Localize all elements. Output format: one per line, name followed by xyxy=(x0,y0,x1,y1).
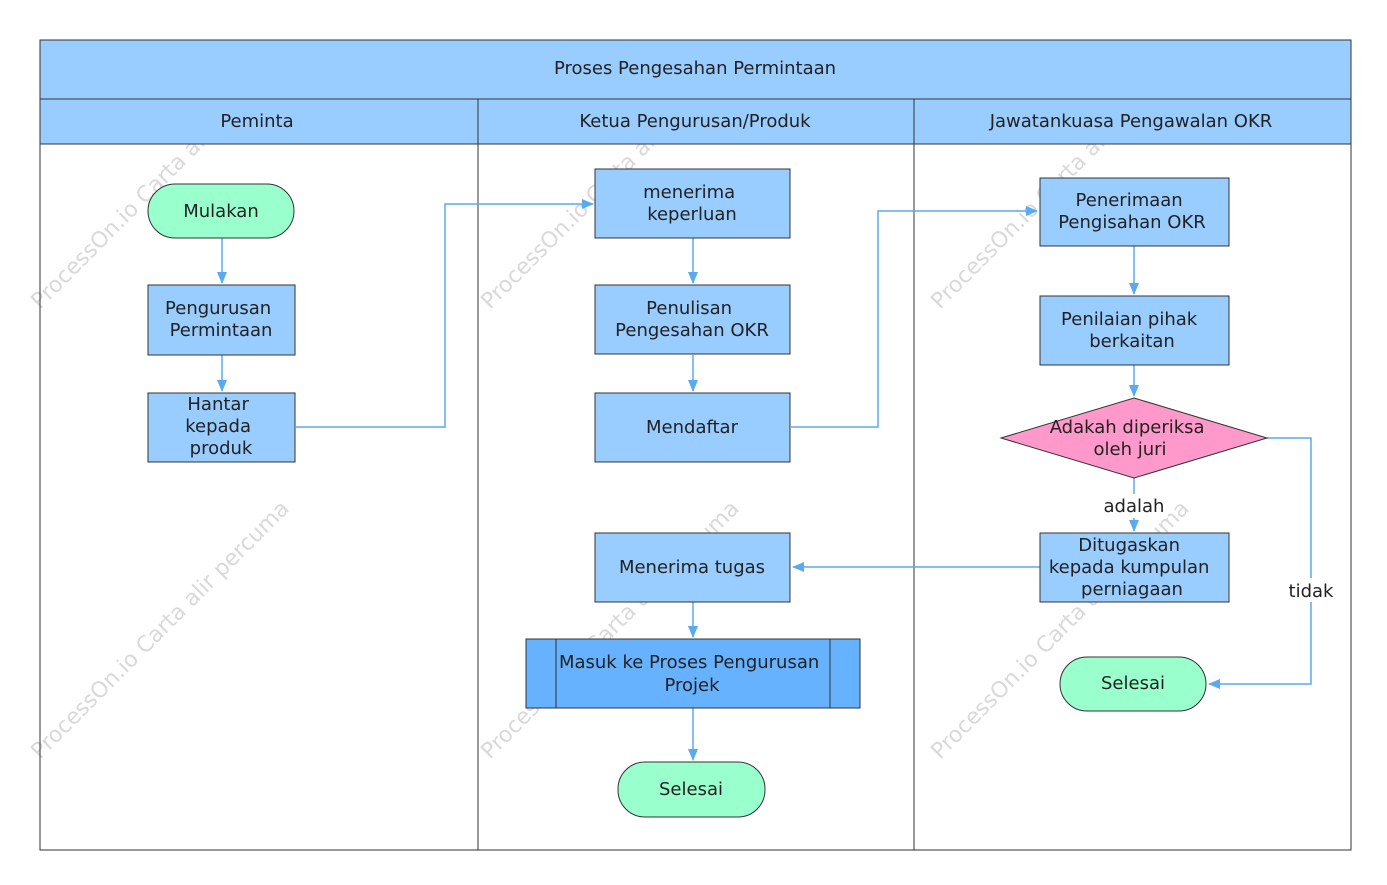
node-menerima-tugas[interactable]: Menerima tugas xyxy=(594,532,791,603)
node-penerimaan-label: Penerimaan Pengisahan OKR xyxy=(1058,190,1206,233)
node-selesai-ketua[interactable]: Selesai xyxy=(617,761,766,818)
node-menerima-keperluan[interactable]: menerima keperluan xyxy=(594,168,791,239)
edge-label-yes: adalah xyxy=(1104,496,1165,517)
title-bar xyxy=(39,39,1352,100)
node-pengurusan-label: Pengurusan Permintaan xyxy=(165,298,277,341)
node-menerima-label: menerima keperluan xyxy=(643,182,741,225)
lane-header-jawatankuasa xyxy=(913,98,1352,145)
node-pengurusan-permintaan[interactable]: Pengurusan Permintaan xyxy=(147,284,296,356)
node-decision-juri[interactable]: Adakah diperiksa oleh juri xyxy=(999,397,1269,479)
edge-label-no-bg xyxy=(1284,578,1338,602)
node-hantar-label: Hantar kepada produk xyxy=(185,394,257,459)
lane-title-peminta: Peminta xyxy=(220,111,293,132)
node-hantar-kepada-produk[interactable]: Hantar kepada produk xyxy=(147,392,296,463)
node-penulisan-pengesahan[interactable]: Penulisan Pengesahan OKR xyxy=(594,284,791,355)
watermark: ProcessOn.io Carta alir percuma xyxy=(27,496,295,764)
node-start[interactable]: Mulakan xyxy=(147,183,295,239)
edge-decision-no xyxy=(1208,437,1312,689)
edge-mendaftar-to-penerimaan xyxy=(791,206,1038,428)
node-menerima-tugas-label: Menerima tugas xyxy=(619,557,765,578)
node-penilaian-pihak[interactable]: Penilaian pihak berkaitan xyxy=(1039,295,1230,366)
node-selesai-mid-label: Selesai xyxy=(659,779,723,800)
node-penulisan-label: Penulisan Pengesahan OKR xyxy=(615,298,769,341)
node-penilaian-label: Penilaian pihak berkaitan xyxy=(1061,309,1203,352)
connectors xyxy=(217,199,1312,761)
node-start-label: Mulakan xyxy=(183,201,259,222)
lane-title-jawatankuasa: Jawatankuasa Pengawalan OKR xyxy=(989,111,1273,132)
node-selesai-right-label: Selesai xyxy=(1101,673,1165,694)
edge-hantar-to-menerima xyxy=(296,199,594,428)
node-masuk-label: Masuk ke Proses Pengurusan Projek xyxy=(559,652,825,696)
lane-body-jawatankuasa xyxy=(913,143,1352,851)
node-penerimaan-pengisahan[interactable]: Penerimaan Pengisahan OKR xyxy=(1039,177,1230,247)
diagram-title: Proses Pengesahan Permintaan xyxy=(554,58,836,79)
node-mendaftar[interactable]: Mendaftar xyxy=(594,392,791,463)
node-ditugaskan[interactable]: Ditugaskan kepada kumpulan perniagaan xyxy=(1039,532,1230,603)
edge-label-no: tidak xyxy=(1289,581,1335,602)
lane-title-ketua: Ketua Pengurusan/Produk xyxy=(579,111,811,132)
node-mendaftar-label: Mendaftar xyxy=(646,417,739,438)
edge-label-yes-bg xyxy=(1100,494,1168,518)
node-selesai-jawatankuasa[interactable]: Selesai xyxy=(1059,656,1207,712)
node-ditugaskan-label: Ditugaskan kepada kumpulan perniagaan xyxy=(1049,535,1215,600)
lane-header-ketua xyxy=(477,98,915,145)
lane-header-peminta xyxy=(39,98,479,145)
node-masuk-proses[interactable]: Masuk ke Proses Pengurusan Projek xyxy=(525,638,861,709)
node-decision-label: Adakah diperiksa oleh juri xyxy=(1050,417,1211,460)
